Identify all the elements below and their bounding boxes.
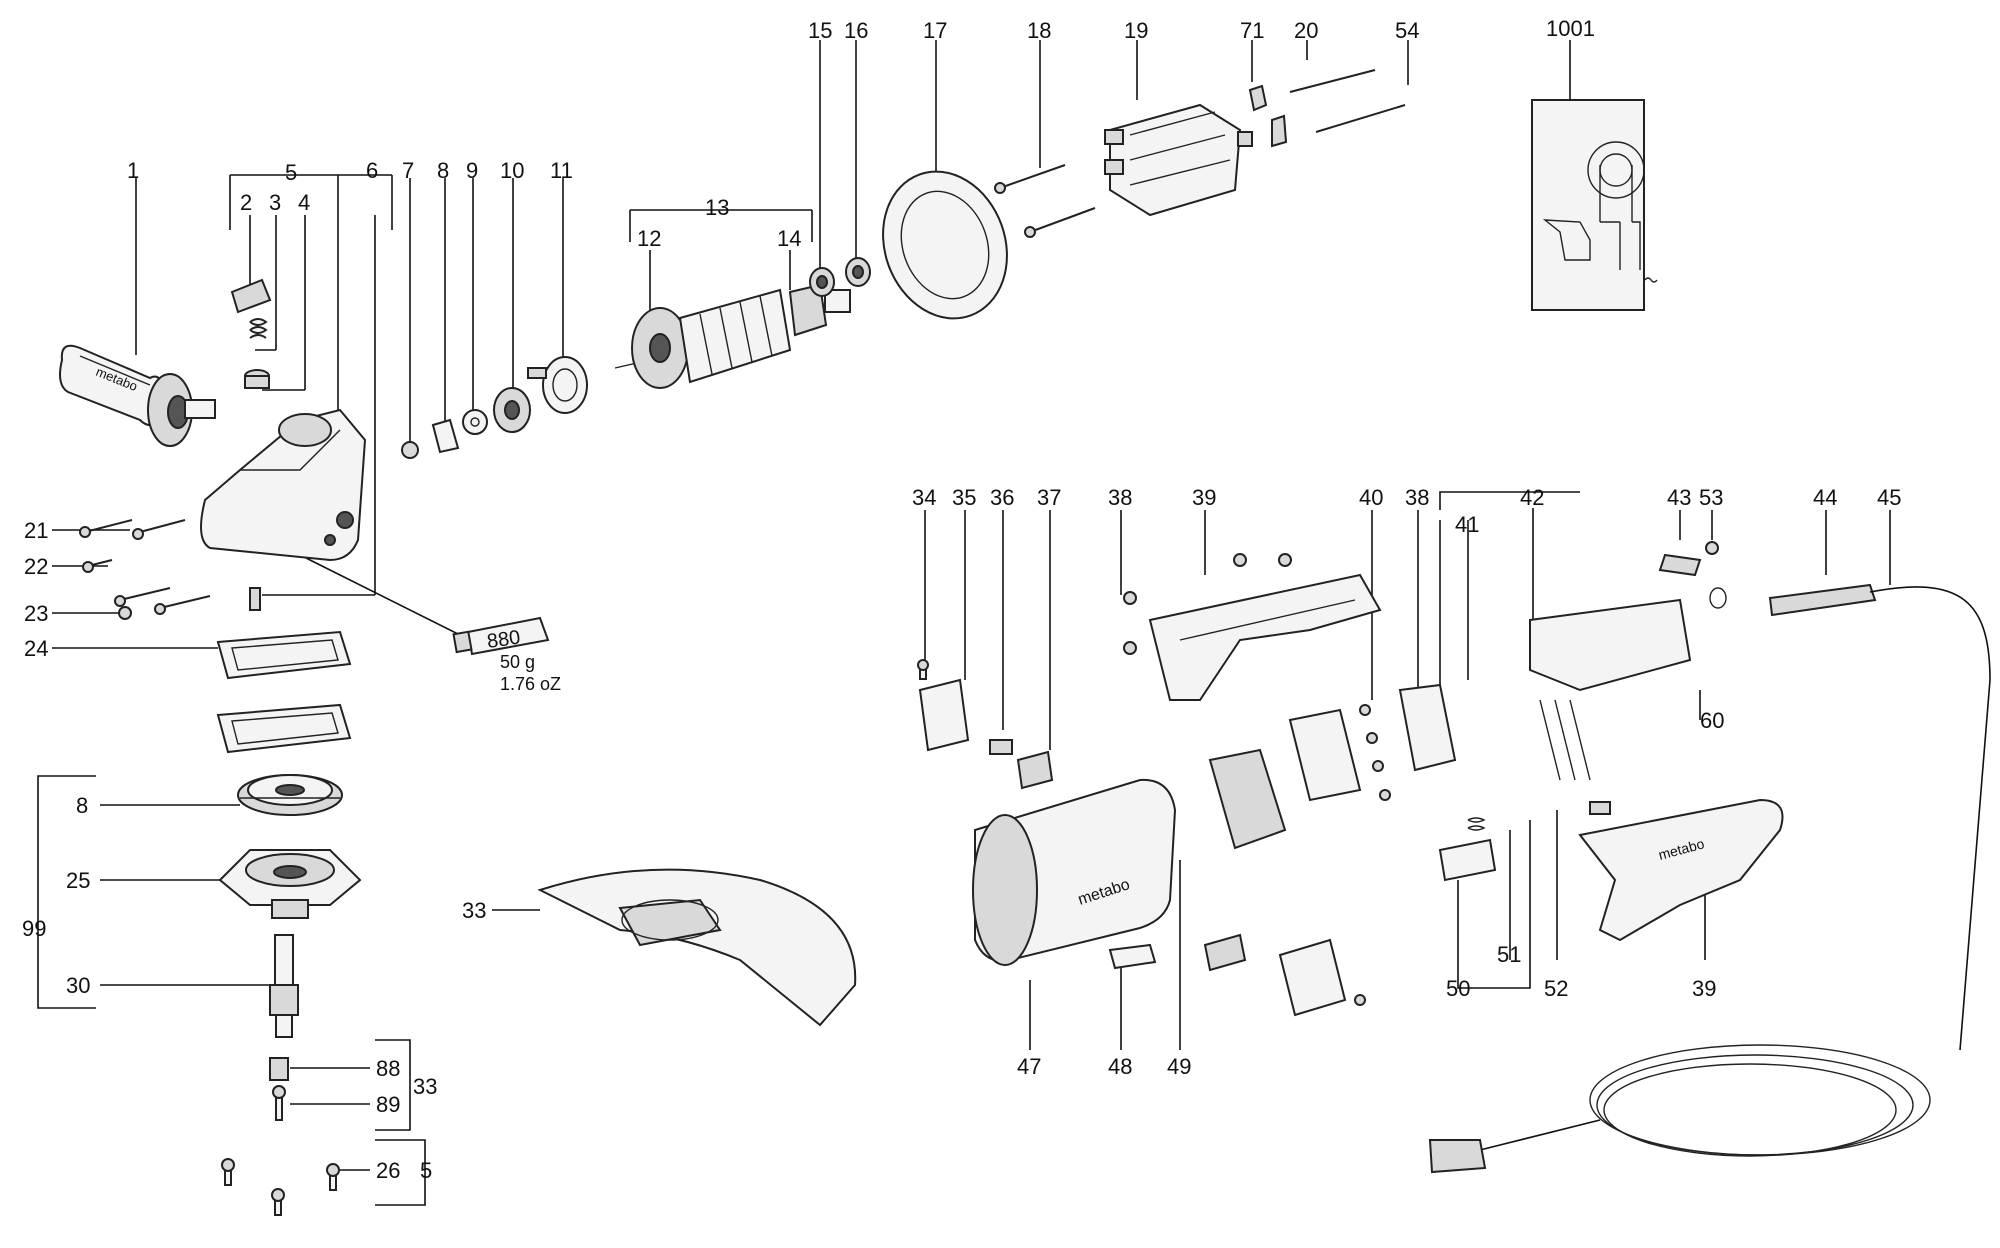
callout-50: 50 bbox=[1446, 976, 1470, 1001]
parts-71-20-54 bbox=[1248, 69, 1406, 148]
callout-35: 35 bbox=[952, 485, 976, 510]
screws-21-22-23 bbox=[79, 519, 261, 620]
motor-housing-47: metabo bbox=[972, 778, 1177, 966]
callout-37: 37 bbox=[1037, 485, 1061, 510]
callout-20: 20 bbox=[1294, 18, 1318, 43]
spindle-parts-7-11 bbox=[401, 356, 588, 459]
callout-30: 30 bbox=[66, 973, 90, 998]
callout-42: 42 bbox=[1520, 485, 1544, 510]
callout-34: 34 bbox=[912, 485, 936, 510]
callout-39-bottom: 39 bbox=[1692, 976, 1716, 1001]
callout-45: 45 bbox=[1877, 485, 1901, 510]
callout-9: 9 bbox=[466, 158, 478, 183]
rear-handle-39-bottom: metabo bbox=[1578, 798, 1784, 942]
callout-53: 53 bbox=[1699, 485, 1723, 510]
callout-99: 99 bbox=[22, 916, 46, 941]
callout-38: 38 bbox=[1108, 485, 1132, 510]
callout-14: 14 bbox=[777, 226, 801, 251]
callout-12: 12 bbox=[637, 226, 661, 251]
callout-39-top: 39 bbox=[1192, 485, 1216, 510]
bearings-15-16 bbox=[809, 257, 871, 297]
callout-6: 6 bbox=[366, 158, 378, 183]
callout-1: 1 bbox=[127, 158, 139, 183]
callout-4: 4 bbox=[298, 190, 310, 215]
callout-8: 8 bbox=[437, 158, 449, 183]
callout-19: 19 bbox=[1124, 18, 1148, 43]
callout-43: 43 bbox=[1667, 485, 1691, 510]
callout-36: 36 bbox=[990, 485, 1014, 510]
callout-38-right: 38 bbox=[1405, 485, 1429, 510]
callout-2: 2 bbox=[240, 190, 252, 215]
grease-tube-weight-imperial: 1.76 oZ bbox=[500, 674, 561, 694]
callout-33-kit: 33 bbox=[413, 1074, 437, 1099]
callout-23: 23 bbox=[24, 601, 48, 626]
callout-22: 22 bbox=[24, 554, 48, 579]
parts-34-37 bbox=[917, 659, 1054, 790]
callout-49: 49 bbox=[1167, 1054, 1191, 1079]
baffle-ring-17 bbox=[882, 170, 1008, 320]
auxiliary-handle-part-1: metabo bbox=[59, 344, 216, 447]
callout-88: 88 bbox=[376, 1056, 400, 1081]
gear-housing-part-5 bbox=[200, 408, 367, 562]
callout-33-guard: 33 bbox=[462, 898, 486, 923]
parts-40-41-49 bbox=[1208, 683, 1457, 850]
callout-48: 48 bbox=[1108, 1054, 1132, 1079]
wheel-guard-33 bbox=[537, 868, 857, 1027]
armature-12-14 bbox=[614, 283, 851, 389]
callout-7: 7 bbox=[402, 158, 414, 183]
brush-holder-parts bbox=[1203, 933, 1366, 1017]
gaskets-24 bbox=[216, 630, 352, 754]
grease-tube-weight-metric: 50 g bbox=[500, 652, 535, 672]
rear-handle-39-top bbox=[1123, 553, 1382, 701]
callout-52: 52 bbox=[1544, 976, 1568, 1001]
wiring-diagram-1001 bbox=[1531, 99, 1658, 311]
callout-60: 60 bbox=[1700, 708, 1724, 733]
callout-3: 3 bbox=[269, 190, 281, 215]
spindle-30 bbox=[269, 934, 299, 1038]
field-19 bbox=[1104, 103, 1253, 217]
switch-42 bbox=[1529, 598, 1692, 781]
callout-54: 54 bbox=[1395, 18, 1419, 43]
parts-43-53-60 bbox=[1658, 541, 1727, 609]
grease-tube-code: 880 bbox=[486, 627, 522, 653]
small-parts-2-3-4 bbox=[230, 278, 272, 389]
callout-40: 40 bbox=[1359, 485, 1383, 510]
callout-71: 71 bbox=[1240, 18, 1264, 43]
callout-47: 47 bbox=[1017, 1054, 1041, 1079]
callout-11: 11 bbox=[550, 158, 573, 183]
parts-88-89-26 bbox=[221, 1057, 340, 1216]
cord-44-45 bbox=[1428, 583, 1991, 1174]
callout-8-lower: 8 bbox=[76, 793, 88, 818]
bearing-flange-25 bbox=[218, 849, 362, 919]
callout-15: 15 bbox=[808, 18, 832, 43]
leader-lines bbox=[37, 40, 1891, 1206]
callout-41: 41 bbox=[1455, 512, 1479, 537]
callout-21: 21 bbox=[24, 518, 48, 543]
callout-13: 13 bbox=[705, 195, 729, 220]
callout-24: 24 bbox=[24, 636, 48, 661]
screws-18 bbox=[994, 164, 1096, 238]
bevel-gear-8 bbox=[237, 774, 343, 816]
callout-1001: 1001 bbox=[1546, 16, 1595, 41]
callout-89: 89 bbox=[376, 1092, 400, 1117]
parts-48-50-51-52 bbox=[1108, 801, 1611, 970]
callout-44: 44 bbox=[1813, 485, 1837, 510]
callout-5-kit: 5 bbox=[420, 1158, 432, 1183]
callout-16: 16 bbox=[844, 18, 868, 43]
callout-51: 51 bbox=[1497, 942, 1521, 967]
callout-labels: 1 5 2 3 4 6 7 8 9 10 11 13 12 14 15 16 1… bbox=[22, 16, 1901, 1183]
callout-25: 25 bbox=[66, 868, 90, 893]
grease-tube: 880 50 g 1.76 oZ bbox=[452, 616, 561, 694]
callout-10: 10 bbox=[500, 158, 524, 183]
callout-5: 5 bbox=[285, 160, 297, 185]
callout-18: 18 bbox=[1027, 18, 1051, 43]
callout-17: 17 bbox=[923, 18, 947, 43]
callout-26: 26 bbox=[376, 1158, 400, 1183]
